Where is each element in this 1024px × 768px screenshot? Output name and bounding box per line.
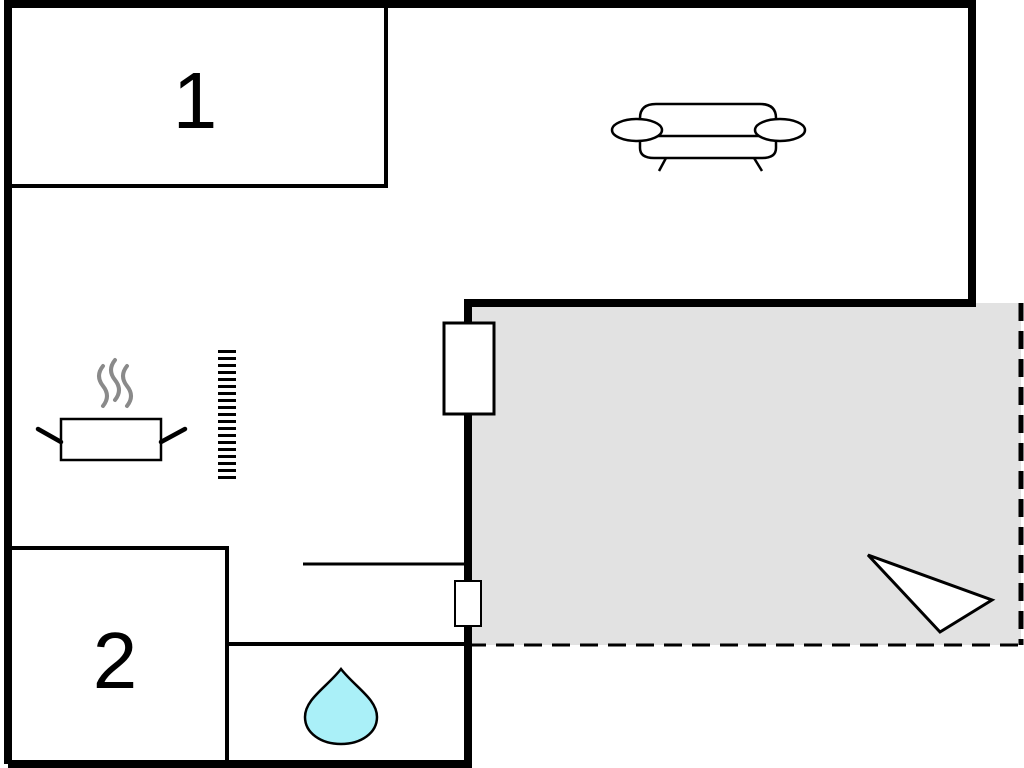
sofa-icon bbox=[610, 102, 807, 172]
cooking-pot-icon bbox=[35, 358, 188, 462]
compass-triangle-icon bbox=[866, 553, 996, 634]
water-drop-icon bbox=[303, 666, 379, 746]
outer-walls bbox=[4, 0, 976, 768]
room-2-label: 2 bbox=[93, 616, 138, 705]
terrace-door bbox=[442, 321, 496, 416]
terrace-window bbox=[454, 580, 482, 627]
room-1-label: 1 bbox=[173, 56, 218, 145]
room-1: 1 bbox=[8, 4, 388, 188]
room-2: 2 bbox=[8, 546, 229, 764]
